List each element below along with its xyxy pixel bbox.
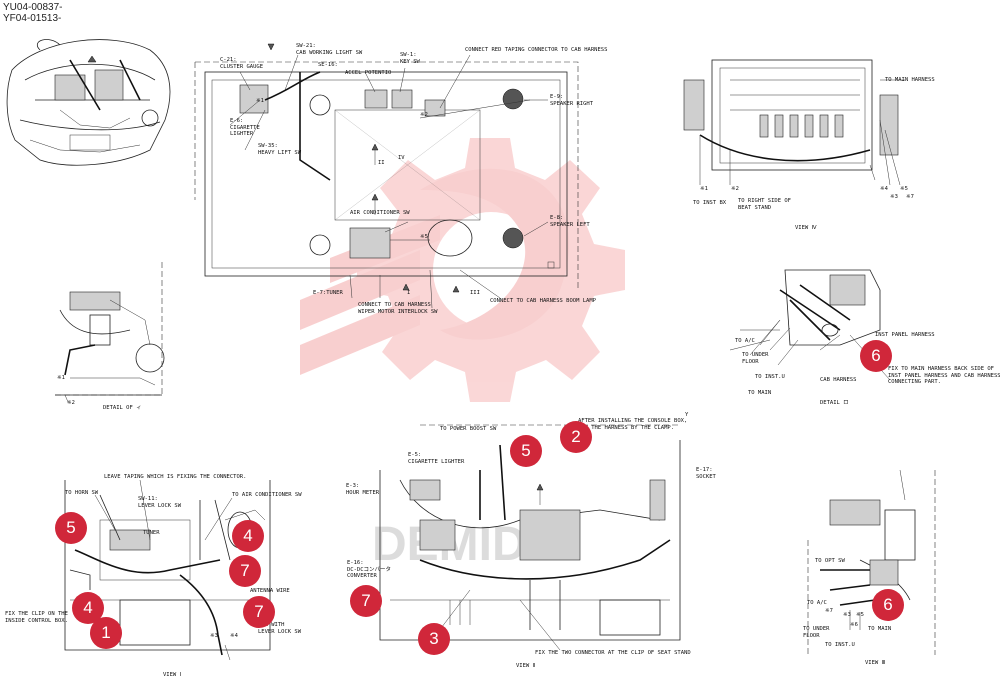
leader-lines <box>94 54 891 651</box>
watermark-logo <box>300 138 625 402</box>
label-cab-harness: CAB HARNESS <box>820 377 857 383</box>
label-view-i-x4: ※4 <box>230 633 238 639</box>
label-top-x2: ※2 <box>420 112 428 118</box>
label-to-air: TO AIR CONDITIONER SW <box>232 492 302 498</box>
label-top-x1: ※1 <box>256 98 264 104</box>
label-view-iii-to-main: TO MAIN <box>868 626 892 632</box>
caption-view-ii: VIEW Ⅱ <box>516 663 536 669</box>
label-e9: E-9: SPEAKER RIGHT <box>550 94 594 107</box>
label-e8: E-8: SPEAKER LEFT <box>550 215 590 228</box>
label-ii: II <box>378 160 385 166</box>
detail-a-drawing <box>55 262 165 403</box>
label-to-power-boost: TO POWER BOOST SW <box>440 426 497 432</box>
label-iv-x7: ※7 <box>906 194 914 200</box>
top-view-drawing <box>194 43 579 299</box>
label-e16: E-16: DC-DCコンバータ CONVERTER <box>347 560 392 579</box>
label-fix-main-harness: FIX TO MAIN HARNESS BACK SIDE OF INST PA… <box>888 366 1000 385</box>
label-after-installing: AFTER INSTALLING THE CONSOLE BOX, FIX TH… <box>578 418 688 431</box>
label-view-iii-x3: ※3 <box>843 612 851 618</box>
label-view-iii-to-inst: TO INST.U <box>825 642 855 648</box>
label-to-opt-sw: TO OPT SW <box>815 558 845 564</box>
label-to-right-side: TO RIGHT SIDE OF BEAT STAND <box>738 198 791 211</box>
label-e17: E-17: SOCKET <box>696 467 716 480</box>
view-iv-drawing <box>683 59 905 186</box>
label-iv-x2: ※2 <box>731 186 739 192</box>
label-iv-x3: ※3 <box>890 194 898 200</box>
marker-4-view-i-top[interactable]: 4 <box>232 520 264 552</box>
label-view-iii-x6: ※6 <box>850 622 858 628</box>
marker-7-view-i-top[interactable]: 7 <box>229 555 261 587</box>
label-view-iii-to-ac: TO A/C <box>807 600 827 606</box>
label-iv-x5: ※5 <box>900 186 908 192</box>
label-iv-x1: ※1 <box>700 186 708 192</box>
label-view-iii-x5: ※5 <box>856 612 864 618</box>
label-fix-clip: FIX THE CLIP ON THE INSIDE CONTROL BOX. <box>5 611 68 624</box>
label-detail-b-to-main: TO MAIN <box>748 390 772 396</box>
label-sw1: SW-1: KEY SW <box>400 52 420 65</box>
label-e6: E-6: CIGARETTE LIGHTER <box>230 118 260 137</box>
marker-3-view-ii[interactable]: 3 <box>418 623 450 655</box>
label-e7: E-7:TUNER <box>313 290 343 296</box>
label-connect-red: CONNECT RED TAPING CONNECTOR TO CAB HARN… <box>465 47 608 53</box>
label-view-iii-to-under: TO UNDER FLOOR <box>803 626 830 639</box>
label-view-iii-x7: ※7 <box>825 608 833 614</box>
view-ii-drawing <box>379 424 681 641</box>
label-e5: E-5: CIGARETTE LIGHTER <box>408 452 465 465</box>
marker-2-view-ii[interactable]: 2 <box>560 421 592 453</box>
label-fix-two-connector: FIX THE TWO CONNECTOR AT THE CLIP OF SEA… <box>535 650 691 656</box>
label-tuner: TUNER <box>143 530 160 536</box>
view-iii-drawing <box>807 469 936 655</box>
label-i: I <box>407 290 411 296</box>
marker-5-view-ii[interactable]: 5 <box>510 435 542 467</box>
marker-6-detail-b[interactable]: 6 <box>860 340 892 372</box>
marker-1-view-i[interactable]: 1 <box>90 617 122 649</box>
caption-view-iv: VIEW Ⅳ <box>795 225 817 231</box>
label-y: Y <box>685 412 689 418</box>
drawing-code-2: YF04-01513- <box>3 13 62 24</box>
label-iv-x4: ※4 <box>880 186 888 192</box>
label-detail-b-to-ac: TO A/C <box>735 338 755 344</box>
label-inst-panel-harness: INST PANEL HARNESS <box>875 332 935 338</box>
label-detail-b-to-under: TO UNDER FLOOR <box>742 352 769 365</box>
label-accel: ACCEL POTENTIO <box>345 70 392 76</box>
label-detail-b-to-inst: TO INST.U <box>755 374 785 380</box>
marker-7-view-i-bottom[interactable]: 7 <box>243 596 275 628</box>
marker-5-view-i[interactable]: 5 <box>55 512 87 544</box>
machine-perspective-illustration <box>6 39 171 166</box>
label-iii: III <box>470 290 480 296</box>
label-to-horn: TO HORN SW <box>65 490 99 496</box>
label-view-i-x3: ※3 <box>210 633 218 639</box>
label-to-main-harness: TO MAIN HARNESS <box>885 77 935 83</box>
label-iv: IV <box>398 155 405 161</box>
caption-detail-b: DETAIL ロ <box>820 400 849 406</box>
marker-7-view-ii[interactable]: 7 <box>350 585 382 617</box>
label-se16: SE-16: <box>318 62 338 68</box>
label-sw21: SW-21: CAB WORKING LIGHT SW <box>296 43 363 56</box>
label-e3: E-3: HOUR METER <box>346 483 380 496</box>
label-c21: C-21: CLUSTER GAUGE <box>220 57 264 70</box>
drawing-code-1: YU04-00837- <box>3 2 63 13</box>
label-air-sw: AIR CONDITIONER SW <box>350 210 410 216</box>
label-detail-a-x1: ※1 <box>57 375 65 381</box>
label-detail-a-x2: ※2 <box>67 400 75 406</box>
caption-detail-a: DETAIL OF ィ <box>103 405 142 411</box>
label-sw35: SW-35: HEAVY LIFT SW <box>258 143 302 156</box>
detail-b-drawing <box>740 269 881 366</box>
marker-6-view-iii[interactable]: 6 <box>872 589 904 621</box>
label-top-x5: ※5 <box>420 234 428 240</box>
label-leave-taping: LEAVE TAPING WHICH IS FIXING THE CONNECT… <box>104 474 247 480</box>
caption-view-i: VIEW Ⅰ <box>163 672 182 678</box>
caption-view-iii: VIEW Ⅲ <box>865 660 886 666</box>
label-antenna-wire: ANTENNA WIRE <box>250 588 290 594</box>
label-connect-boom: CONNECT TO CAB HARNESS BOOM LAMP <box>490 298 596 304</box>
label-connect-cab: CONNECT TO CAB HARNESS WIPER MOTOR INTER… <box>358 302 438 315</box>
label-sw11: SW-11: LEVER LOCK SW <box>138 496 182 509</box>
label-to-inst-bx: TO INST BX <box>693 200 727 206</box>
